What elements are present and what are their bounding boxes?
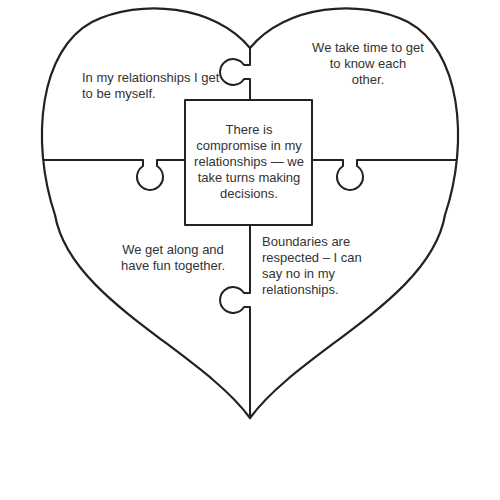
puzzle-piece: We get along and have fun together. [117,242,229,274]
puzzle-piece: Boundaries are respected – I can say no … [262,234,380,298]
piece-text: In my relationships I get to be myself. [82,70,222,102]
piece-text: Boundaries are respected – I can say no … [262,234,380,298]
puzzle-piece: In my relationships I get to be myself. [82,70,222,102]
piece-text: We get along and have fun together. [117,242,229,274]
piece-text: We take time to get to know each other. [312,40,424,88]
puzzle-piece: There is compromise in my relationships … [192,122,306,202]
puzzle-seam [220,40,250,100]
center-piece [185,100,312,225]
piece-text: There is compromise in my relationships … [192,122,306,202]
heart-outline [42,8,458,418]
puzzle-piece: We take time to get to know each other. [312,40,424,88]
